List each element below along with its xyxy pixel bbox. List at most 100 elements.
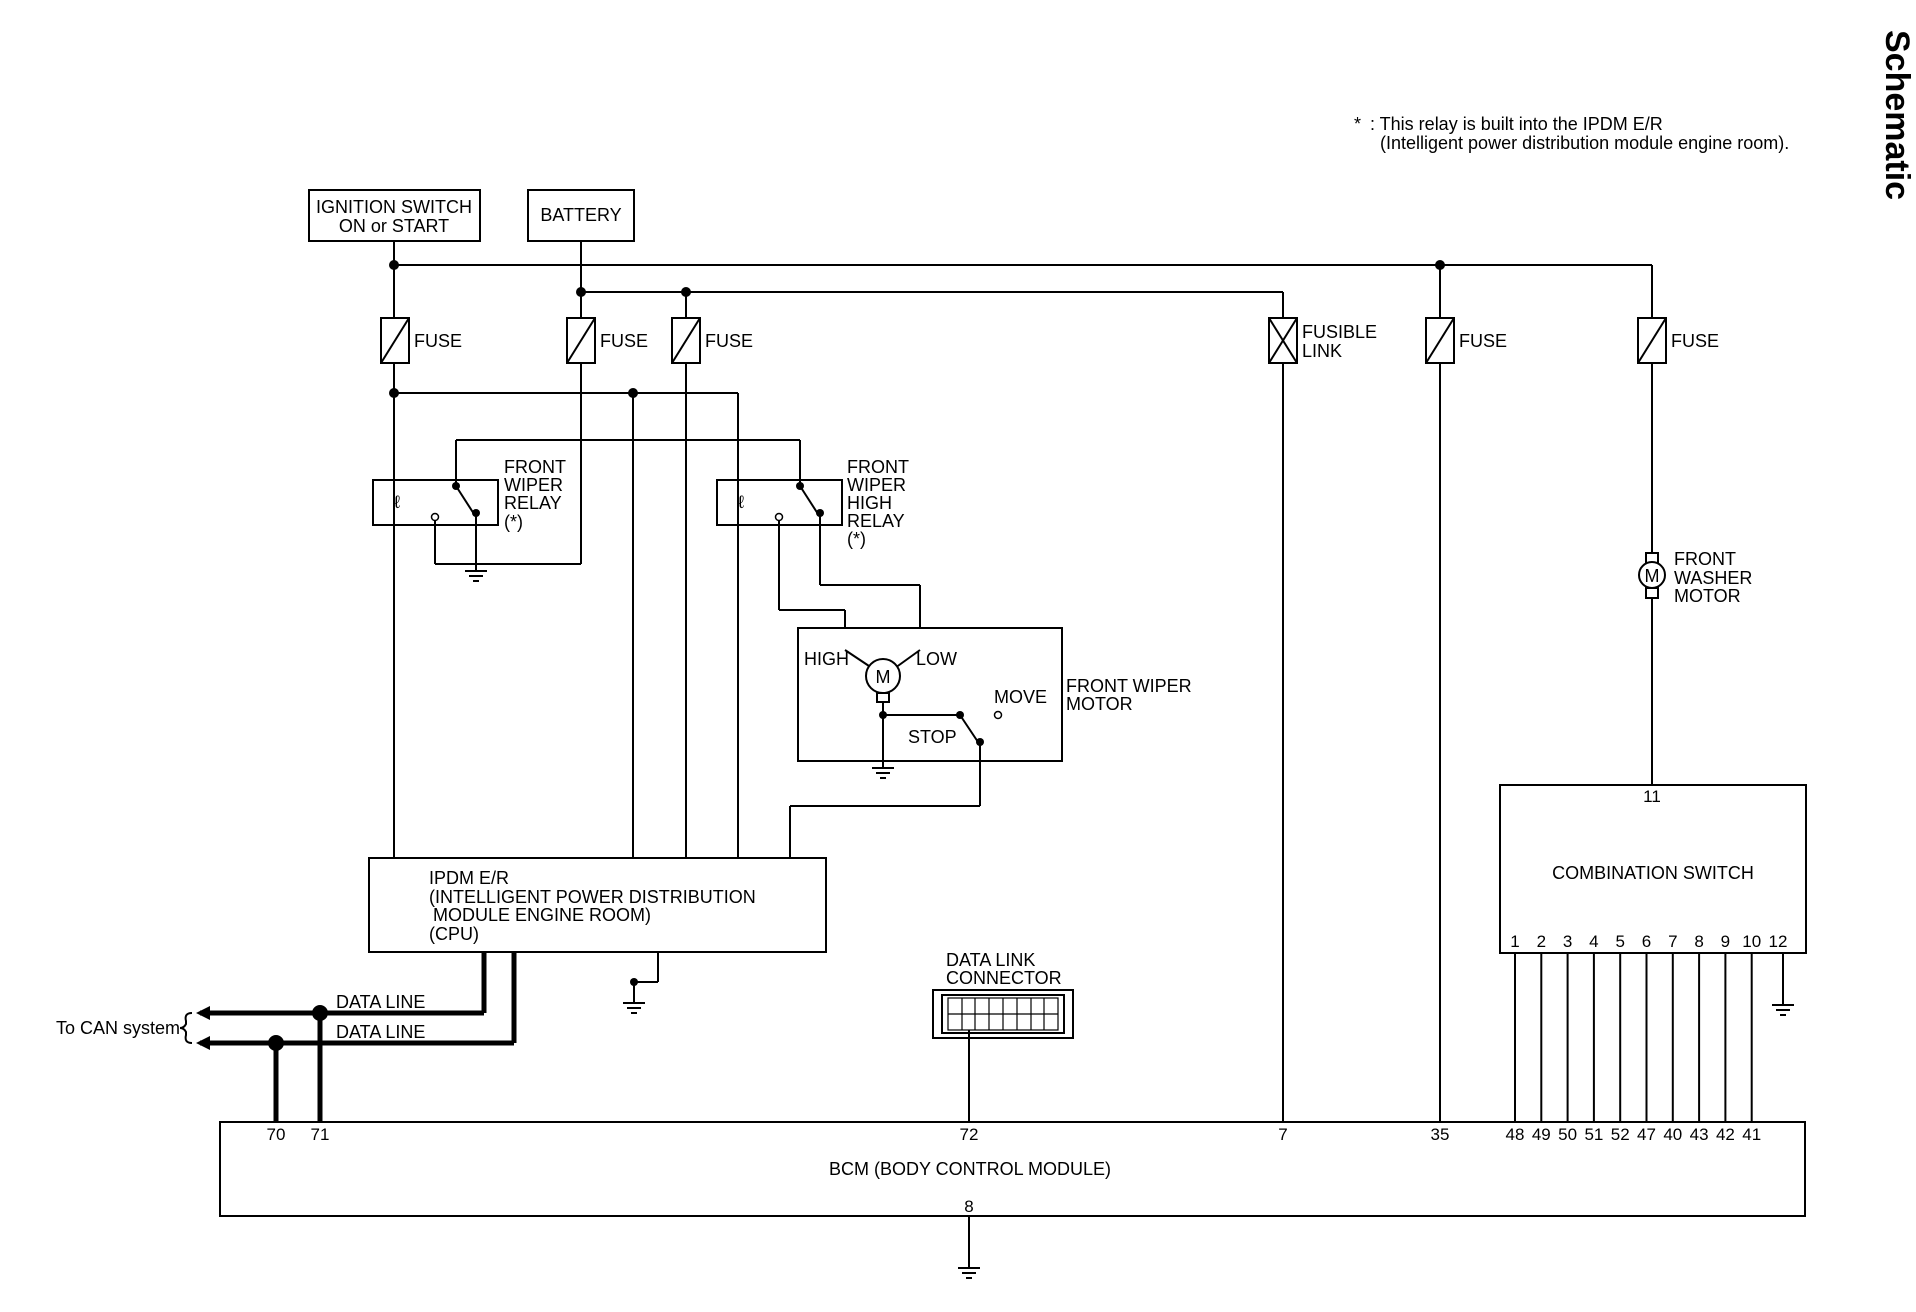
- fusible-link-label-1: FUSIBLE: [1302, 322, 1377, 342]
- washer-motor-label-2: WASHER: [1674, 568, 1752, 588]
- bcm-switch-pin: 47: [1637, 1125, 1656, 1144]
- combination-switch-pin-11: 11: [1643, 787, 1661, 806]
- combination-switch-pin: 1: [1510, 932, 1519, 951]
- front-wiper-high-relay-label-1: FRONT: [847, 457, 909, 477]
- combination-switch-pin: 6: [1642, 932, 1651, 951]
- battery-box: BATTERY: [527, 189, 635, 242]
- wiper-motor-name-2: MOTOR: [1066, 694, 1133, 714]
- bcm-switch-pin: 49: [1532, 1125, 1551, 1144]
- washer-motor-m: M: [1645, 566, 1660, 586]
- data-line-label-1: DATA LINE: [336, 992, 425, 1012]
- bcm-pin-72: 72: [960, 1125, 979, 1144]
- combination-switch-pin: 2: [1537, 932, 1546, 951]
- note-line-1: : This relay is built into the IPDM E/R: [1370, 114, 1663, 134]
- wiper-motor-m: M: [876, 667, 891, 687]
- bcm-switch-pin: 42: [1716, 1125, 1735, 1144]
- front-washer-motor: M FRONT WASHER MOTOR: [1638, 549, 1752, 785]
- page-title: Schematic: [1878, 30, 1916, 200]
- ipdm-label-2: (INTELLIGENT POWER DISTRIBUTION: [429, 887, 756, 907]
- fuse-battery-1-label: FUSE: [600, 331, 648, 351]
- fuse-battery-2-label: FUSE: [705, 331, 753, 351]
- ipdm-er-module: IPDM E/R (INTELLIGENT POWER DISTRIBUTION…: [368, 857, 827, 953]
- combination-switch-ground: [1772, 953, 1794, 1016]
- fuse-battery-2: FUSE: [671, 317, 753, 364]
- ipdm-label-3: MODULE ENGINE ROOM): [433, 905, 651, 925]
- dlc-label-1: DATA LINK: [946, 950, 1035, 970]
- ignition-switch-box: IGNITION SWITCH ON or START: [308, 189, 481, 242]
- battery-label: BATTERY: [540, 205, 621, 225]
- bcm-switch-pin: 43: [1690, 1125, 1709, 1144]
- data-line-label-2: DATA LINE: [336, 1022, 425, 1042]
- bcm-switch-pin: 51: [1584, 1125, 1603, 1144]
- ground-symbol-relay: [465, 560, 487, 582]
- fusible-link: FUSIBLE LINK: [1268, 317, 1377, 364]
- fuse-bcm-label: FUSE: [1459, 331, 1507, 351]
- relay-note: * : This relay is built into the IPDM E/…: [1354, 114, 1789, 153]
- ipdm-ground: [623, 952, 659, 1014]
- bcm-pin-70: 70: [267, 1125, 286, 1144]
- fuse-washer: FUSE: [1637, 317, 1719, 364]
- note-star: *: [1354, 114, 1361, 134]
- bcm-switch-pins: 48 49 50 51 52 47 40 43 42 41: [1506, 1125, 1762, 1144]
- combination-switch-label: COMBINATION SWITCH: [1552, 863, 1754, 883]
- fuse-battery-1: FUSE: [566, 317, 648, 364]
- combination-switch-pin: 8: [1694, 932, 1703, 951]
- front-wiper-relay: ℓ FRONT WIPER RELAY (*): [372, 439, 800, 564]
- bcm-switch-pin: 48: [1506, 1125, 1525, 1144]
- switch-to-bcm-wires: [1514, 953, 1753, 1122]
- combination-switch-pin: 7: [1668, 932, 1677, 951]
- washer-motor-label-1: FRONT: [1674, 549, 1736, 569]
- ipdm-label-1: IPDM E/R: [429, 868, 509, 888]
- front-wiper-high-relay-label-2: WIPER: [847, 475, 906, 495]
- dlc-label-2: CONNECTOR: [946, 968, 1062, 988]
- fused-wires: [389, 363, 1653, 1122]
- front-wiper-high-relay-label-4: RELAY: [847, 511, 905, 531]
- bcm-ground: [958, 1216, 980, 1279]
- front-wiper-high-relay-label-5: (*): [847, 529, 866, 549]
- bcm-module: 70 71 72 7 35 BCM (BODY CONTROL MODULE) …: [219, 1121, 1806, 1217]
- front-wiper-relay-label-1: FRONT: [504, 457, 566, 477]
- bcm-pin-35: 35: [1431, 1125, 1450, 1144]
- bcm-pin-71: 71: [311, 1125, 330, 1144]
- can-system-label: To CAN system: [56, 1018, 180, 1038]
- fuse-ignition: FUSE: [380, 317, 462, 364]
- data-link-connector: DATA LINK CONNECTOR: [932, 950, 1074, 1122]
- combination-switch-pin: 10: [1742, 932, 1761, 951]
- front-wiper-high-relay-label-3: HIGH: [847, 493, 892, 513]
- ipdm-label-4: (CPU): [429, 924, 479, 944]
- fuse-washer-label: FUSE: [1671, 331, 1719, 351]
- can-data-lines: DATA LINE DATA LINE To CAN system: [56, 952, 517, 1122]
- bcm-switch-pin: 52: [1611, 1125, 1630, 1144]
- front-wiper-motor: M HIGH LOW MOVE STOP FRONT WIPER MOTOR: [797, 627, 1192, 806]
- bcm-switch-pin: 41: [1742, 1125, 1761, 1144]
- combination-switch-pin: 4: [1589, 932, 1598, 951]
- wiper-motor-stop-label: STOP: [908, 727, 957, 747]
- bus-wires: [389, 241, 1653, 318]
- fuse-bcm: FUSE: [1425, 317, 1507, 364]
- wiper-motor-name-1: FRONT WIPER: [1066, 676, 1192, 696]
- ground-symbol-motor: [872, 767, 894, 779]
- fuse-ignition-label: FUSE: [414, 331, 462, 351]
- bcm-pin-8: 8: [964, 1197, 973, 1216]
- high-relay-coil-icon: ℓ: [738, 492, 744, 512]
- front-wiper-relay-label-2: WIPER: [504, 475, 563, 495]
- washer-motor-label-3: MOTOR: [1674, 586, 1741, 606]
- combination-switch-pin: 5: [1615, 932, 1624, 951]
- combination-switch-pin: 12: [1769, 932, 1788, 951]
- note-line-2: (Intelligent power distribution module e…: [1380, 133, 1789, 153]
- motor-return-wire: [789, 805, 980, 858]
- wiper-motor-high-label: HIGH: [804, 649, 849, 669]
- bcm-switch-pin: 50: [1558, 1125, 1577, 1144]
- wiper-motor-low-label: LOW: [916, 649, 957, 669]
- combination-switch-pin: 3: [1563, 932, 1572, 951]
- ignition-label-2: ON or START: [339, 216, 449, 236]
- front-wiper-relay-label-4: (*): [504, 512, 523, 532]
- bcm-switch-pin: 40: [1663, 1125, 1682, 1144]
- fusible-link-label-2: LINK: [1302, 341, 1342, 361]
- front-wiper-relay-label-3: RELAY: [504, 493, 562, 513]
- ignition-label-1: IGNITION SWITCH: [316, 197, 472, 217]
- wiper-motor-move-label: MOVE: [994, 687, 1047, 707]
